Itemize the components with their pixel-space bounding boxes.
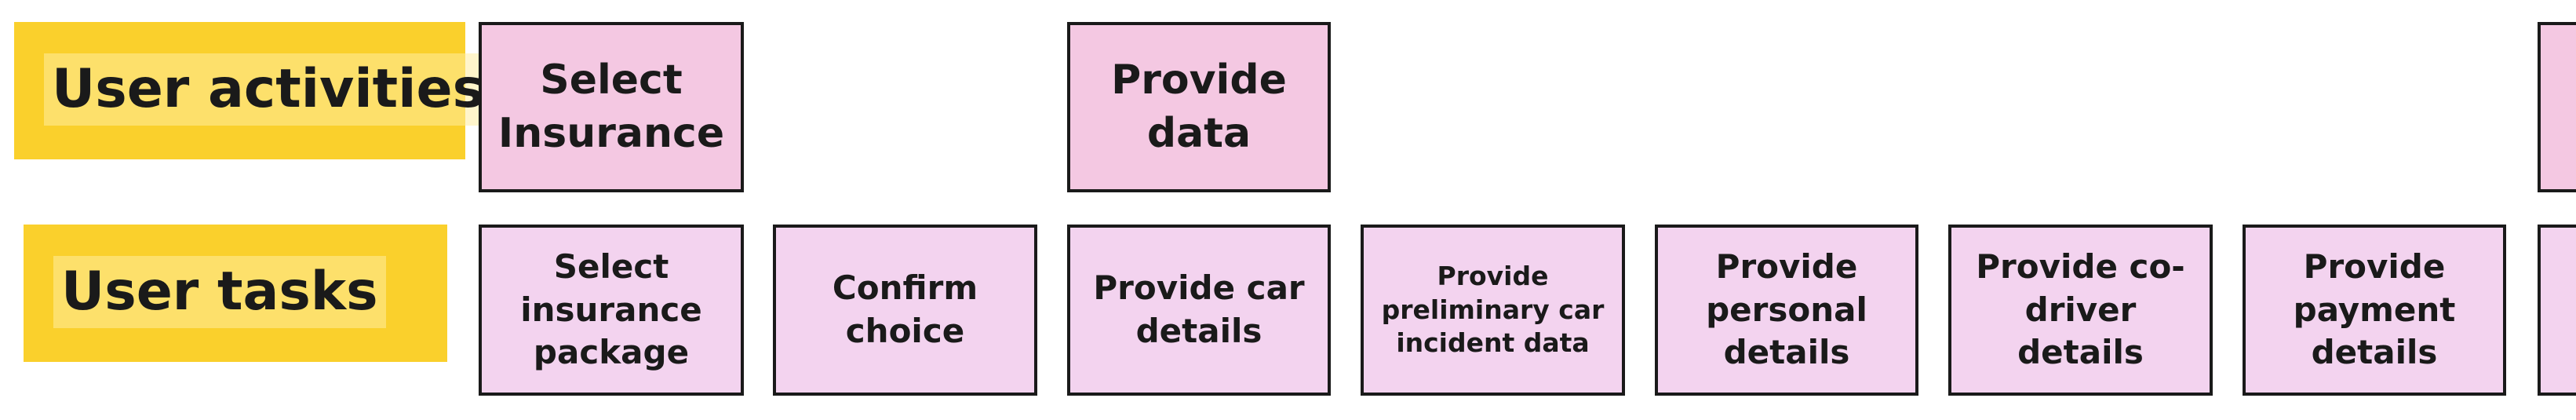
row-label-activities-text: User activities — [44, 53, 493, 126]
task-card-provide-co-driver-details[interactable]: Provide co-driver details — [1948, 225, 2213, 396]
task-card-provide-personal-details[interactable]: Provide personal details — [1655, 225, 1918, 396]
task-card-label: Provide car details — [1093, 268, 1305, 350]
task-card-label: Provide co-driver details — [1976, 247, 2185, 372]
activity-card-label: Select Insurance — [497, 56, 725, 157]
row-label-tasks-text: User tasks — [53, 256, 386, 328]
task-card-label: Provide payment details — [2293, 247, 2456, 372]
task-card-provide-preliminary-car-incident-data[interactable]: Provide preliminary car incident data — [1361, 225, 1625, 396]
task-card-provide-car-details[interactable]: Provide car details — [1067, 225, 1331, 396]
task-card-select-insurance-package[interactable]: Select insurance package — [479, 225, 744, 396]
activity-card-provide-data[interactable]: Provide data — [1067, 22, 1331, 192]
task-card-label: Provide preliminary car incident data — [1381, 260, 1605, 359]
activity-card-select-insurance[interactable]: Select Insurance — [479, 22, 744, 192]
task-card-label: Provide personal details — [1706, 247, 1867, 372]
task-card-label: Select insurance package — [520, 247, 702, 372]
row-label-tasks[interactable]: User tasks — [24, 225, 447, 362]
task-card-provide-payment-details[interactable]: Provide payment details — [2243, 225, 2506, 396]
row-label-activities[interactable]: User activities — [14, 22, 493, 159]
activity-card-partial[interactable] — [2538, 22, 2576, 192]
task-card-label: Confirm choice — [832, 268, 978, 350]
activity-card-label: Provide data — [1111, 56, 1287, 157]
task-card-confirm-choice[interactable]: Confirm choice — [773, 225, 1037, 396]
task-card-partial[interactable] — [2538, 225, 2576, 396]
